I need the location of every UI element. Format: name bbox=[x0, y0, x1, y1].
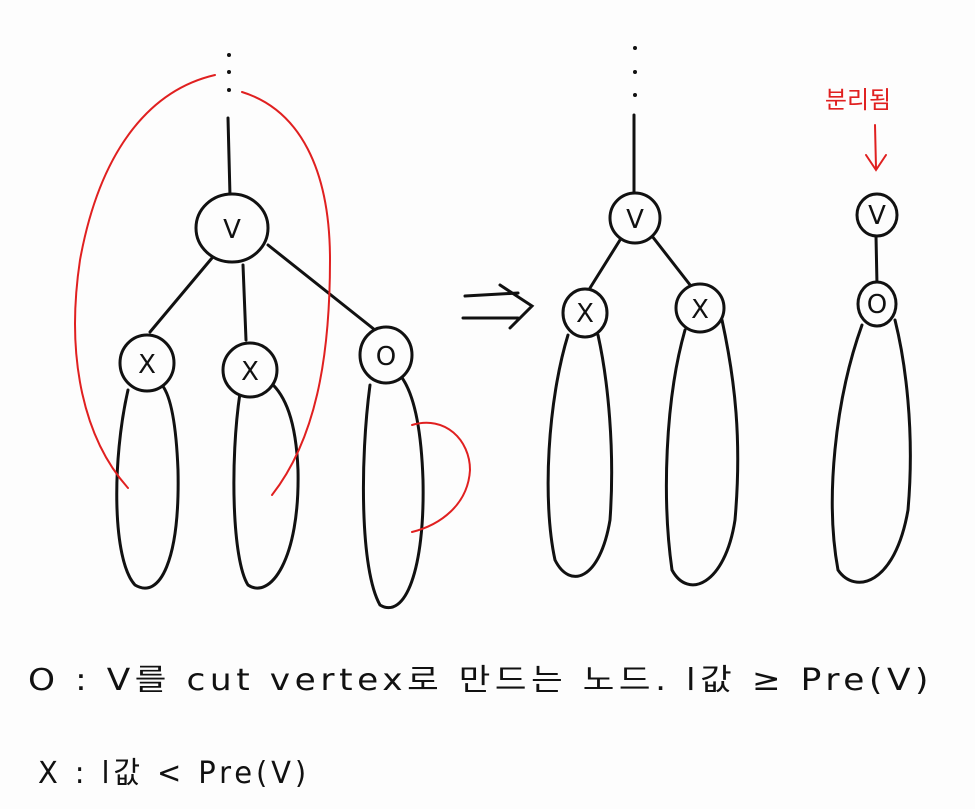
right-node-x2-label: X bbox=[691, 295, 709, 325]
left-subtree-x2 bbox=[232, 380, 300, 590]
right-tree-main bbox=[546, 46, 740, 587]
left-edge-v-x1 bbox=[148, 256, 214, 334]
split-annotation: 분리됨 bbox=[825, 86, 891, 172]
red-backedge-o bbox=[411, 421, 472, 533]
right-edge-v-x1 bbox=[588, 238, 622, 290]
left-node-o: O bbox=[358, 325, 414, 385]
right-node-x1-label: X bbox=[576, 299, 594, 329]
split-node-v: V bbox=[855, 192, 899, 238]
left-subtree-x1 bbox=[115, 383, 180, 590]
left-node-x1-label: X bbox=[138, 350, 156, 380]
right-node-x2: X bbox=[674, 282, 726, 334]
right-tree-split bbox=[830, 234, 912, 584]
right-subtree-x1 bbox=[546, 333, 614, 578]
legend-line-o: O : V를 cut vertex로 만드는 노드. l값 ≥ Pre(V) bbox=[28, 663, 933, 698]
split-node-v-label: V bbox=[868, 201, 886, 231]
split-subtree-o bbox=[830, 318, 912, 584]
legend: O : V를 cut vertex로 만드는 노드. l값 ≥ Pre(V) X… bbox=[28, 663, 933, 791]
left-tree-ellipsis bbox=[227, 53, 231, 92]
left-node-x2-label: X bbox=[241, 357, 259, 387]
right-node-v: V bbox=[608, 191, 662, 245]
left-node-x2: X bbox=[221, 341, 279, 399]
left-edge-v-x2 bbox=[241, 263, 248, 342]
split-label: 분리됨 bbox=[825, 86, 891, 114]
split-arrow bbox=[865, 124, 887, 172]
left-node-o-label: O bbox=[376, 342, 396, 372]
left-red-annotations bbox=[74, 74, 472, 533]
right-subtree-x2 bbox=[664, 318, 740, 587]
left-parent-edge bbox=[226, 116, 232, 198]
split-node-o-label: O bbox=[867, 290, 887, 320]
left-edge-v-o bbox=[266, 243, 377, 332]
transform-arrow bbox=[461, 283, 535, 330]
red-backedge-left bbox=[74, 74, 216, 489]
left-node-v: V bbox=[194, 192, 270, 264]
left-node-x1: X bbox=[118, 333, 176, 393]
legend-line-x: X : l값 < Pre(V) bbox=[38, 756, 310, 791]
left-node-v-label: V bbox=[223, 215, 241, 245]
right-edge-v-x2 bbox=[650, 234, 696, 292]
right-tree-ellipsis bbox=[633, 46, 637, 97]
red-backedge-right bbox=[241, 91, 332, 496]
right-node-v-label: V bbox=[626, 205, 644, 235]
split-edge-v-o bbox=[874, 234, 879, 287]
left-subtree-o bbox=[361, 373, 425, 610]
right-node-x1: X bbox=[561, 287, 609, 339]
split-node-o: O bbox=[856, 280, 898, 328]
